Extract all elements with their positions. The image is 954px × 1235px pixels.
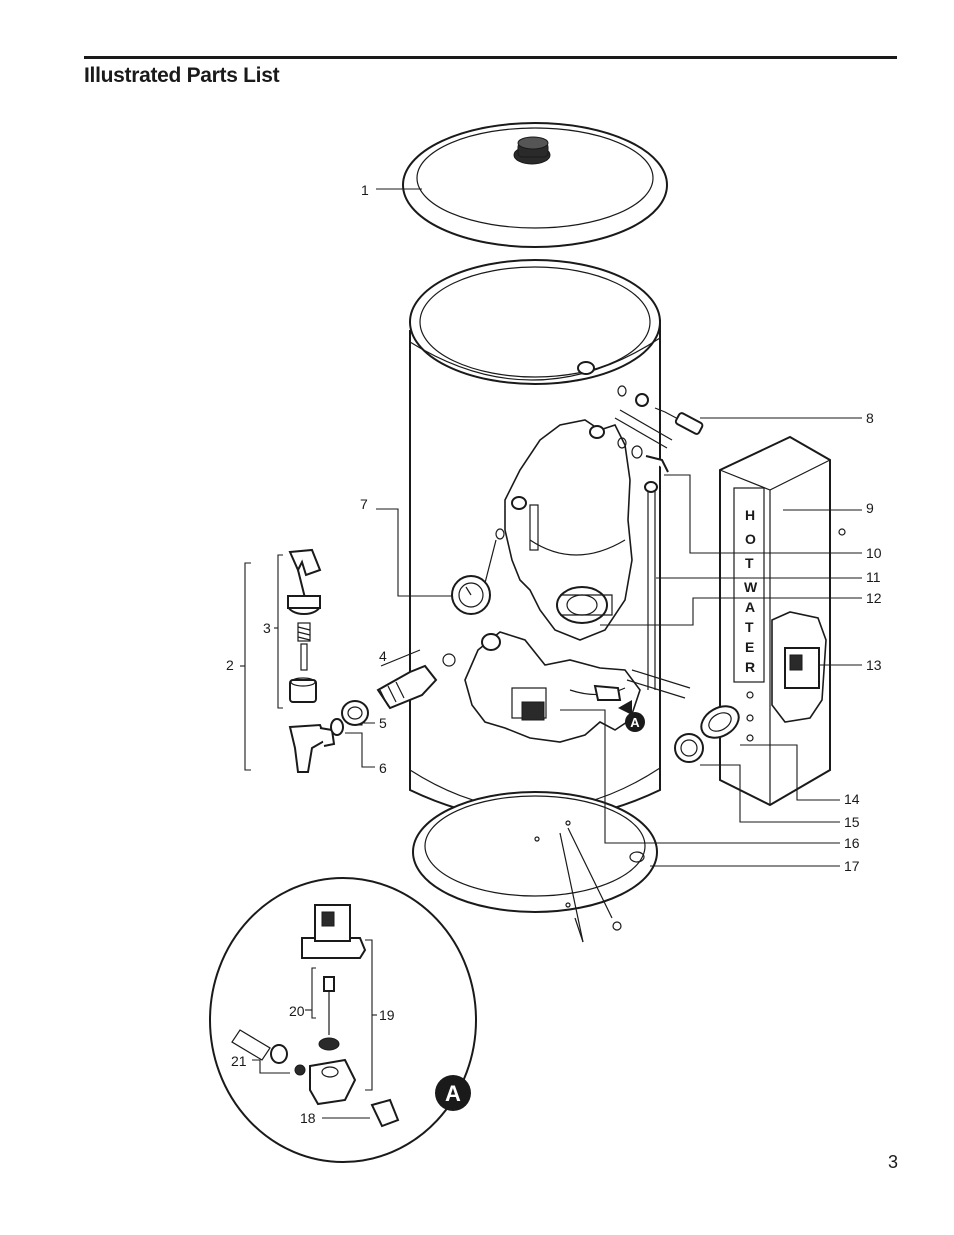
panel-letter-a: A [745, 599, 755, 615]
base [412, 791, 658, 943]
callout-1: 1 [361, 182, 369, 198]
panel-letter-e: E [745, 639, 754, 655]
leader-lines [240, 188, 862, 1119]
panel-letter-t2: T [745, 619, 754, 635]
thermometer-gauge [451, 528, 505, 615]
faucet-assembly [287, 548, 456, 773]
detail-a [209, 877, 477, 1163]
callout-4: 4 [379, 648, 387, 664]
callout-6: 6 [379, 760, 387, 776]
callout-18: 18 [300, 1110, 316, 1126]
callout-10: 10 [866, 545, 882, 561]
header-rule [84, 56, 897, 59]
callout-12: 12 [866, 590, 882, 606]
page-number: 3 [887, 1152, 898, 1172]
panel-letter-t: T [745, 555, 754, 571]
control-panel: H O T W A T E R [674, 435, 846, 807]
pipes [614, 385, 704, 699]
callout-7: 7 [360, 496, 368, 512]
svg-text:A: A [630, 715, 640, 730]
callout-17: 17 [844, 858, 860, 874]
callout-11: 11 [866, 569, 881, 585]
page-title: Illustrated Parts List [84, 64, 280, 87]
panel-letter-r: R [745, 659, 755, 675]
callout-14: 14 [844, 791, 860, 807]
panel-letter-h: H [745, 507, 755, 523]
callout-9: 9 [866, 500, 874, 516]
callout-8: 8 [866, 410, 874, 426]
callout-3: 3 [263, 620, 271, 636]
upper-cutaway [504, 419, 633, 641]
callout-15: 15 [844, 814, 860, 830]
callout-2: 2 [226, 657, 234, 673]
panel-letter-w: W [744, 579, 758, 595]
detail-marker-small: A [618, 700, 645, 732]
callout-13: 13 [866, 657, 882, 673]
callout-21: 21 [231, 1053, 247, 1069]
panel-letter-o: O [745, 531, 756, 547]
svg-text:A: A [445, 1081, 461, 1106]
callout-19: 19 [379, 1007, 395, 1023]
lid [402, 122, 668, 318]
callout-5: 5 [379, 715, 387, 731]
detail-marker-large: A [435, 1075, 471, 1111]
callout-16: 16 [844, 835, 860, 851]
callout-20: 20 [289, 1003, 305, 1019]
callout-labels: 1 2 3 4 5 6 7 8 9 10 11 12 13 14 15 16 1… [226, 182, 882, 1126]
